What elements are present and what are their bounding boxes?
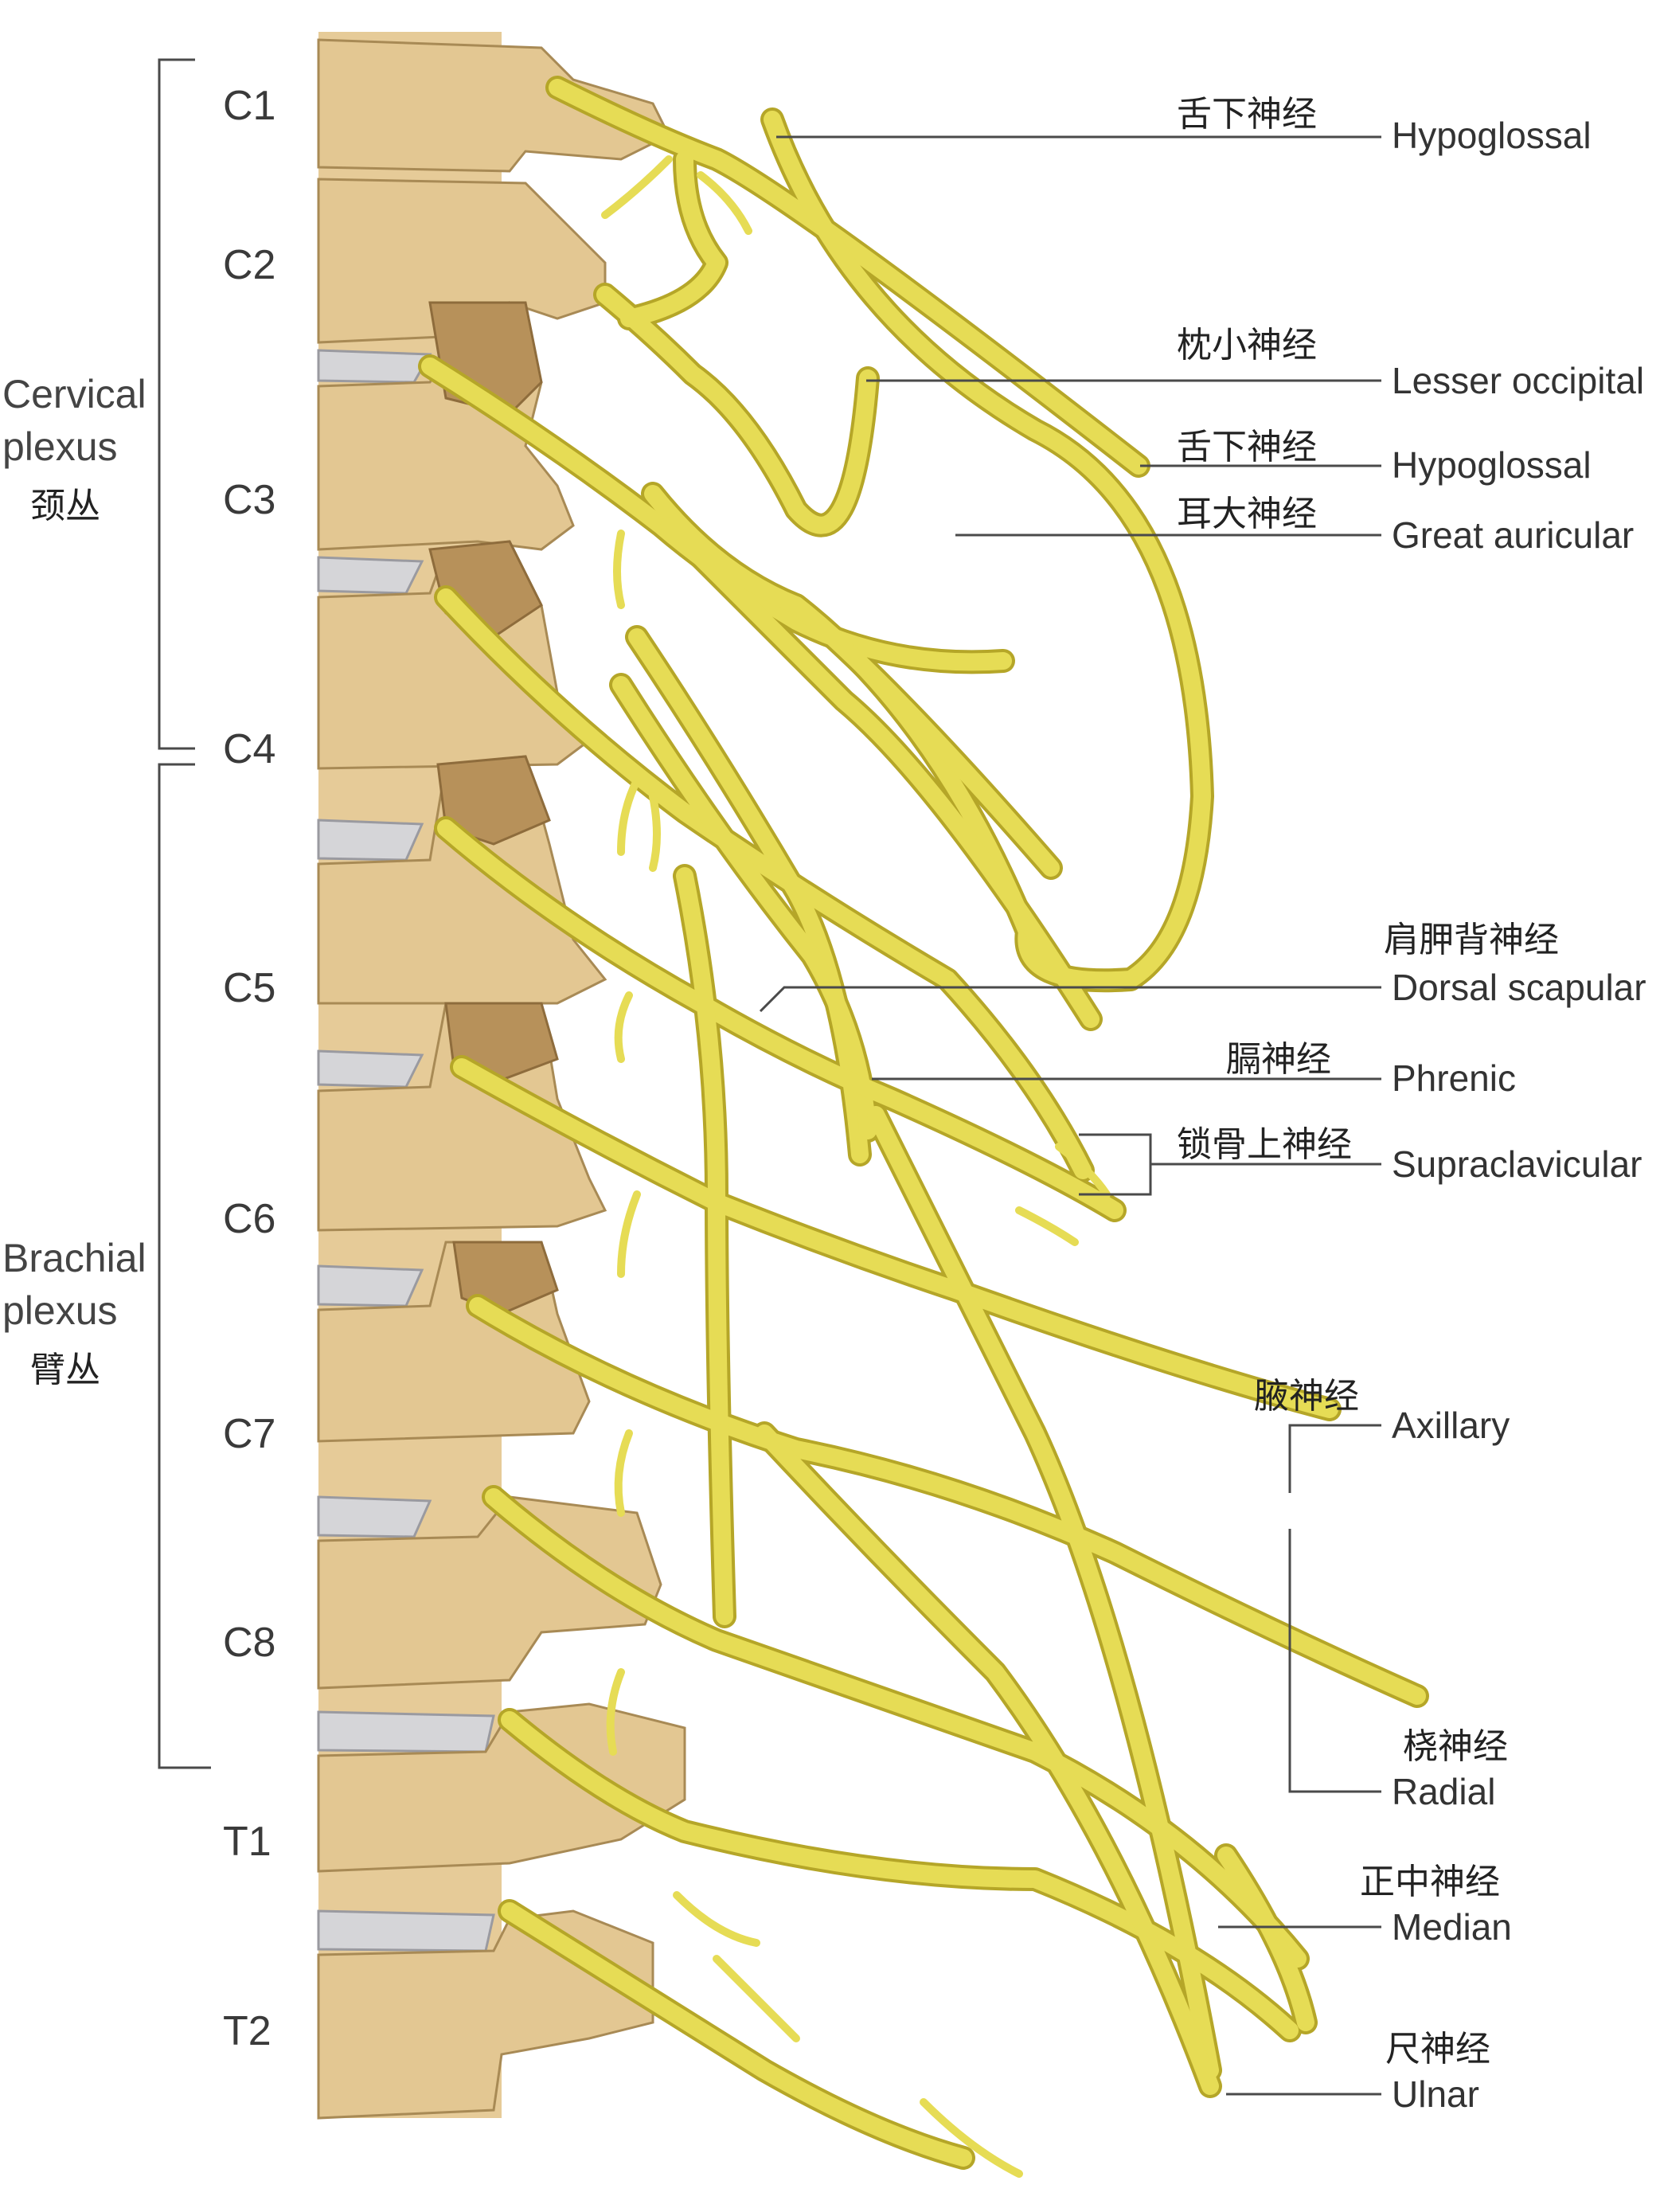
level-c2: C2 <box>223 242 275 288</box>
phrenic-en: Phrenic <box>1392 1057 1516 1099</box>
median-zh: 正中神经 <box>1360 1862 1500 1902</box>
hypoglossal-top-en: Hypoglossal <box>1392 115 1592 156</box>
hypoglossal-mid-zh: 舌下神经 <box>1177 427 1317 467</box>
level-c5: C5 <box>223 965 275 1011</box>
level-c6: C6 <box>223 1196 275 1242</box>
median-en: Median <box>1392 1906 1512 1948</box>
leader-axillary <box>1288 1424 1381 1493</box>
great-auricular-zh: 耳大神经 <box>1177 494 1317 534</box>
dorsal-scapular-zh: 肩胛背神经 <box>1384 920 1559 960</box>
level-c4: C4 <box>223 726 275 772</box>
radial-zh: 桡神经 <box>1403 1726 1508 1767</box>
lesser-occipital-en: Lesser occipital <box>1392 360 1644 401</box>
phrenic-zh: 膈神经 <box>1226 1039 1331 1080</box>
brachial-plexus-label-zh: 臂丛 <box>30 1350 100 1390</box>
vertebra-c1 <box>317 38 671 173</box>
level-c3: C3 <box>223 477 275 523</box>
radial-en: Radial <box>1392 1771 1495 1812</box>
supraclavicular-zh: 锁骨上神经 <box>1177 1124 1352 1165</box>
leader-lines <box>759 135 1381 2096</box>
level-t1: T1 <box>223 1819 271 1865</box>
dorsal-scapular-en: Dorsal scapular <box>1392 967 1646 1008</box>
brachial-plexus-label-line2: plexus <box>2 1288 118 1333</box>
great-auricular-en: Great auricular <box>1392 514 1634 556</box>
nerve-network <box>418 76 1429 2178</box>
level-c1: C1 <box>223 83 275 129</box>
lesser-occipital-zh: 枕小神经 <box>1177 325 1317 365</box>
cervical-plexus-label-line1: Cervical <box>2 372 146 416</box>
supraclavicular-en: Supraclavicular <box>1392 1143 1642 1185</box>
level-t2: T2 <box>223 2008 271 2054</box>
brachial-plexus-label-line1: Brachial <box>2 1236 146 1280</box>
ulnar-zh: 尺神经 <box>1385 2029 1490 2069</box>
disc-c4-c5 <box>317 819 424 862</box>
leader-dorsal-scapular <box>759 986 1381 1013</box>
disc-t1-t2 <box>317 1909 495 1952</box>
vertebra-t1 <box>317 1702 686 1873</box>
vertebra-t2 <box>317 1909 654 2120</box>
hypoglossal-mid-en: Hypoglossal <box>1392 444 1592 486</box>
hypoglossal-top-zh: 舌下神经 <box>1177 94 1317 135</box>
disc-t1 <box>317 1710 495 1753</box>
cervical-plexus-label-line2: plexus <box>2 424 118 469</box>
leader-radial <box>1288 1529 1381 1793</box>
vertebra-c2 <box>317 178 607 344</box>
ulnar-en: Ulnar <box>1392 2073 1479 2115</box>
disc-c7-t1 <box>317 1495 432 1538</box>
axillary-en: Axillary <box>1392 1405 1510 1446</box>
disc-c3-c4 <box>317 556 424 595</box>
level-c7: C7 <box>223 1411 275 1457</box>
disc-c5-c6 <box>317 1049 424 1088</box>
axillary-zh: 腋神经 <box>1254 1376 1359 1417</box>
brachial-plexus-bracket <box>158 763 211 1769</box>
cervical-plexus-label-zh: 颈丛 <box>30 486 100 526</box>
disc-c6-c7 <box>317 1264 424 1307</box>
disc-c2-c3 <box>317 349 432 384</box>
spinal-level-labels: C1 C2 C3 C4 C5 C6 C7 C8 T1 T2 <box>223 83 275 2054</box>
level-c8: C8 <box>223 1620 275 1666</box>
leader-supraclavicular <box>1079 1133 1381 1196</box>
cervical-plexus-bracket <box>158 58 195 750</box>
nerve-labels: 舌下神经 Hypoglossal 枕小神经 Lesser occipital 舌… <box>1177 94 1646 2115</box>
